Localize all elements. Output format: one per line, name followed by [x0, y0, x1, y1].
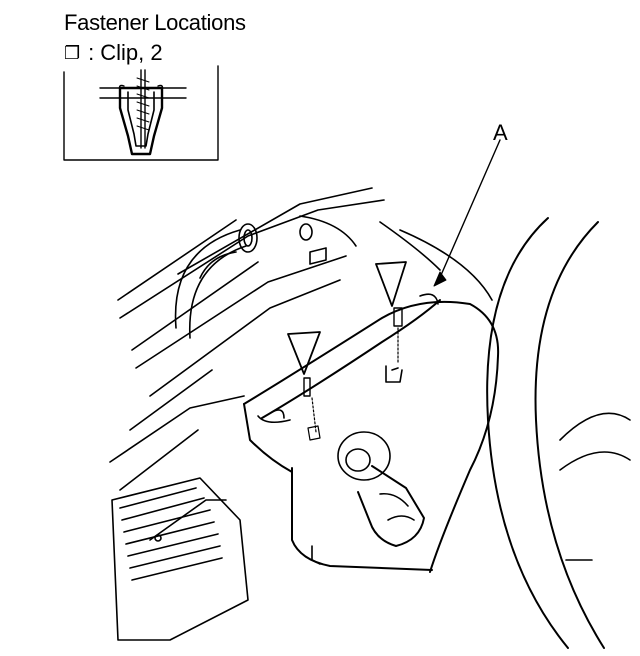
clip-marker-2-icon: [375, 261, 407, 363]
legend-separator: :: [88, 40, 95, 65]
air-vent: [111, 477, 249, 641]
callout-label-a: A: [493, 120, 508, 145]
steering-wheel: [486, 217, 631, 649]
clip-detail-icon: [118, 86, 164, 156]
legend: ❐ : Clip, 2: [64, 40, 163, 66]
callout-leader-a: [433, 139, 501, 287]
page-title: Fastener Locations: [64, 10, 246, 35]
cover-slot: [385, 365, 403, 383]
clip-symbol-icon: ❐: [64, 42, 81, 63]
clip-detail-inset: [63, 65, 219, 161]
dashboard: [109, 187, 493, 541]
inset-frame: [63, 65, 219, 161]
legend-label: Clip, 2: [100, 40, 163, 65]
column-cover-upper: [243, 293, 500, 573]
clip-marker-1-icon: [287, 331, 321, 441]
ignition-switch: [337, 431, 425, 547]
